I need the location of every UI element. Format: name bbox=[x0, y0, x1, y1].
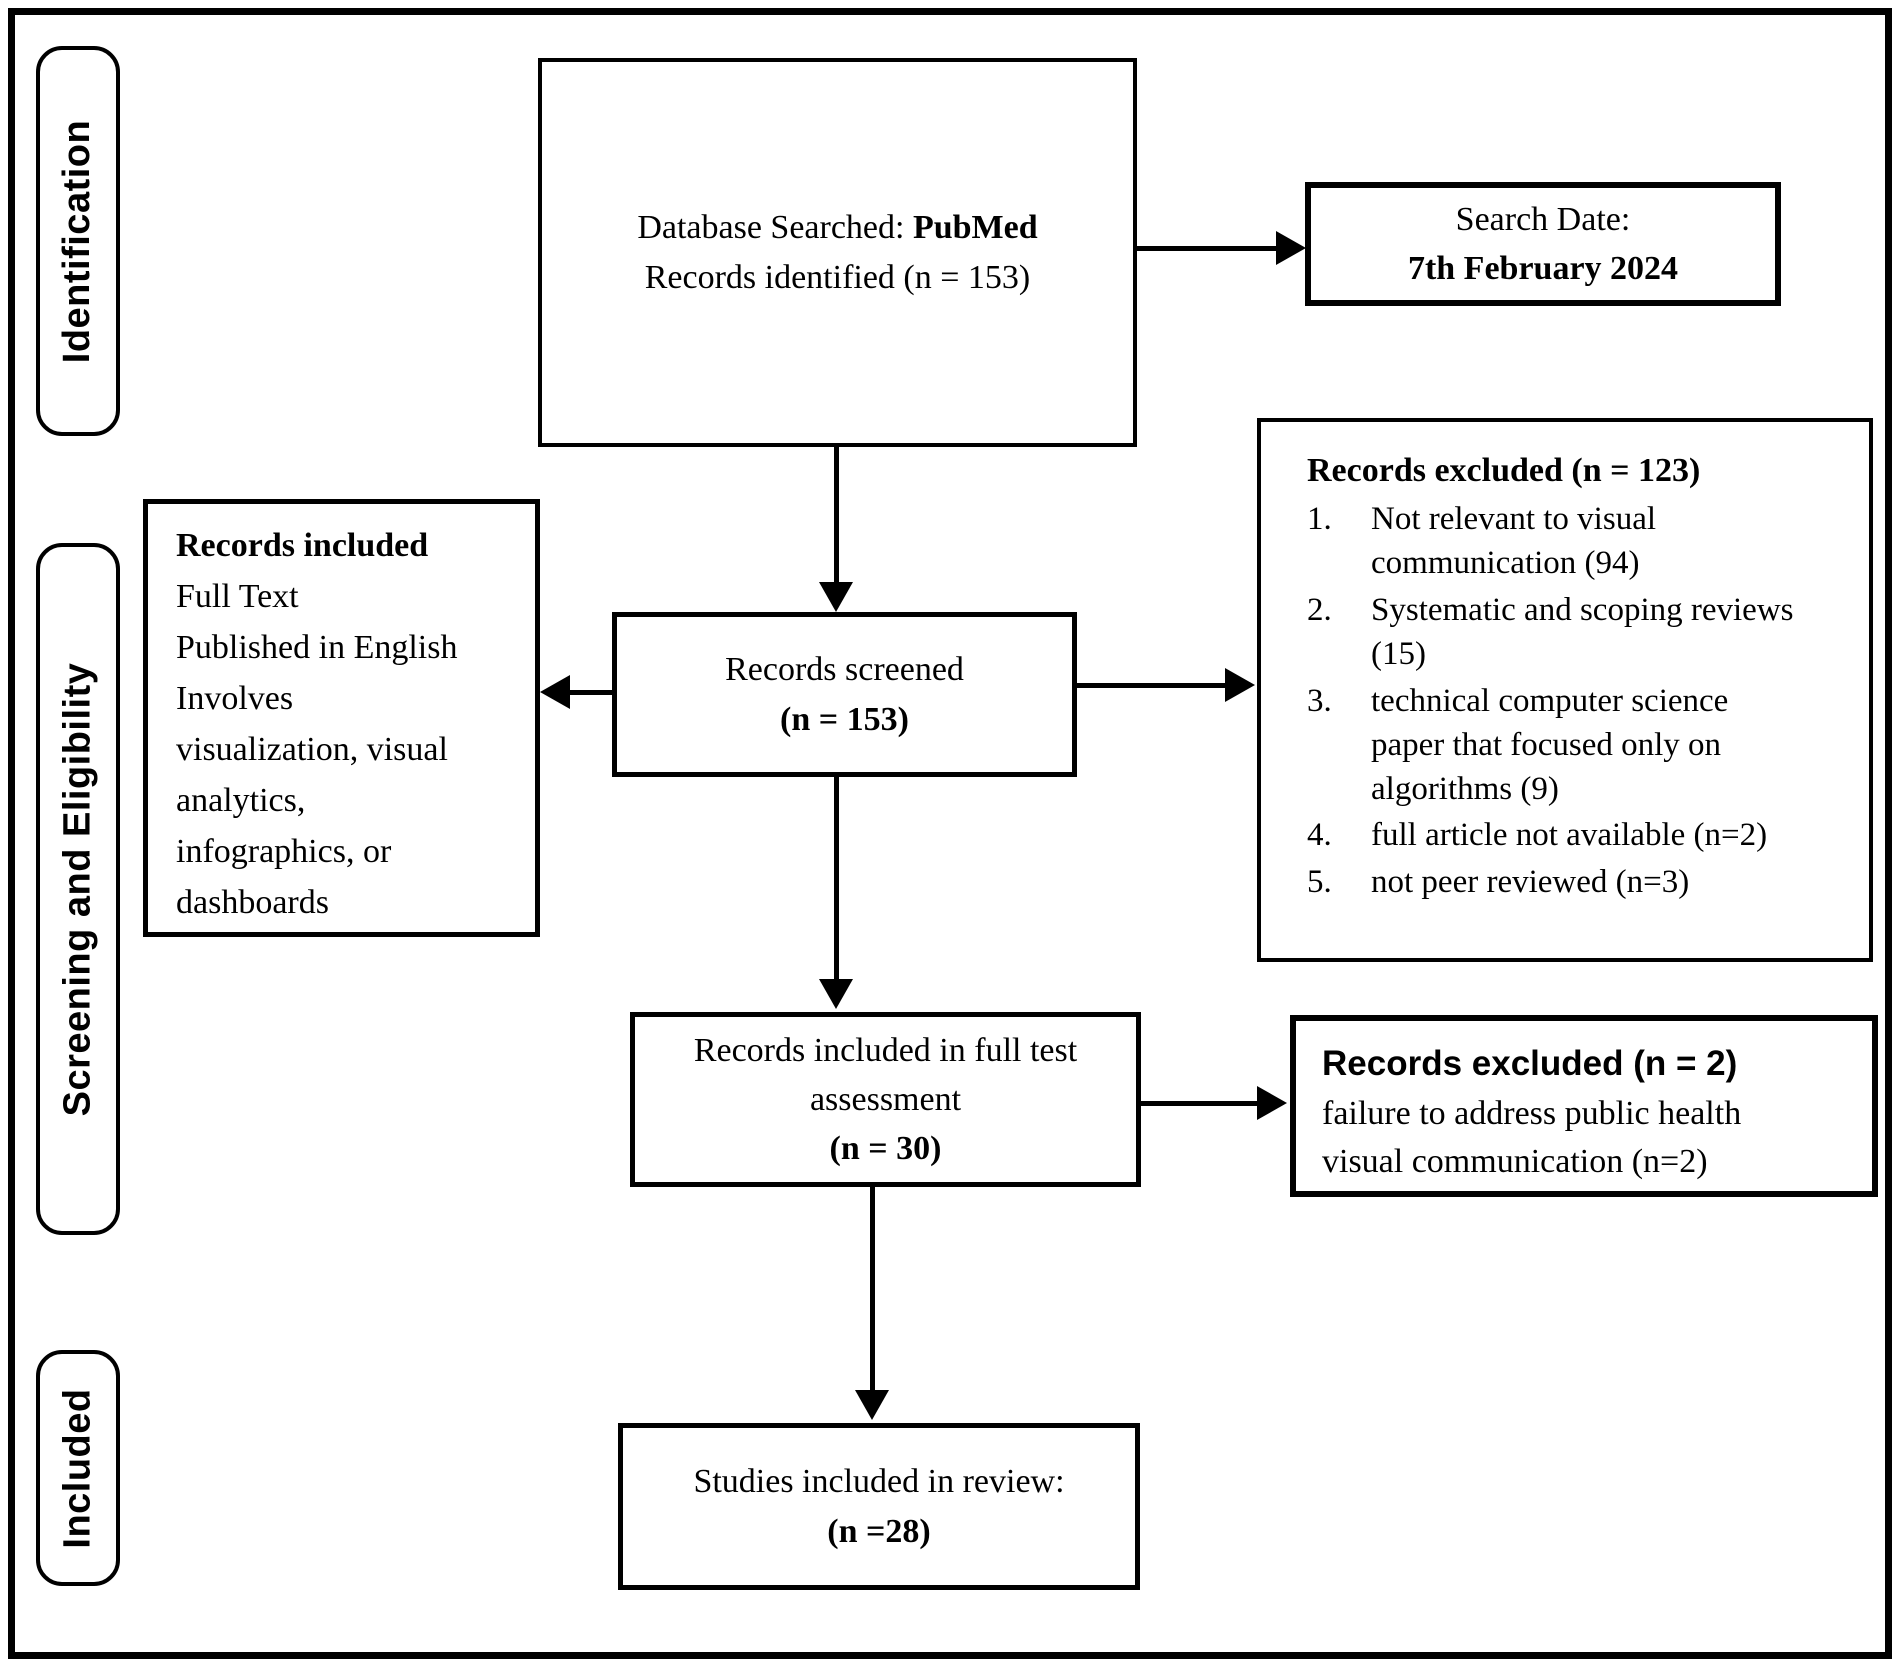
arrow-screened-to-excluded-head bbox=[1225, 668, 1255, 702]
stage-identification: Identification bbox=[36, 46, 120, 436]
exclusion-reason-item: 3. technical computer science paper that… bbox=[1307, 680, 1849, 812]
box-records-excluded-screening: Records excluded (n = 123) 1. Not releva… bbox=[1257, 418, 1873, 962]
arrow-identified-to-searchdate-shaft bbox=[1137, 246, 1280, 251]
arrow-screened-to-criteria-head bbox=[540, 675, 570, 709]
full-text-assessment-count: (n = 30) bbox=[829, 1130, 942, 1168]
box-records-screened: Records screened (n = 153) bbox=[612, 612, 1077, 777]
diagram-outer-border bbox=[8, 8, 1892, 1659]
item-text: Systematic and scoping reviews (15) bbox=[1371, 592, 1794, 672]
item-number: 1. bbox=[1307, 501, 1332, 538]
full-text-assessment-line2: assessment bbox=[809, 1080, 962, 1118]
exclusion-reason-item: 1. Not relevant to visual communication … bbox=[1307, 498, 1849, 586]
exclusion-reason-item: 2. Systematic and scoping reviews (15) bbox=[1307, 589, 1849, 677]
stage-screening-eligibility-label: Screening and Eligibility bbox=[56, 662, 99, 1116]
box-studies-included-review: Studies included in review: (n =28) bbox=[618, 1423, 1140, 1590]
arrow-identified-to-searchdate-head bbox=[1276, 231, 1306, 265]
arrow-fulltest-to-excluded-shaft bbox=[1141, 1101, 1259, 1106]
search-date-label: Search Date: bbox=[1455, 200, 1631, 238]
search-date-value: 7th February 2024 bbox=[1407, 250, 1679, 287]
records-excluded-screening-title: Records excluded (n = 123) bbox=[1307, 452, 1701, 489]
inclusion-criteria-title: Records included bbox=[176, 527, 429, 564]
exclusion-reason-item: 5. not peer reviewed (n=3) bbox=[1307, 861, 1849, 905]
box-inclusion-criteria: Records included Full Text Published in … bbox=[143, 499, 540, 937]
arrow-screened-to-fulltest-shaft bbox=[834, 777, 839, 981]
exclusion-reason-item: 4. full article not available (n=2) bbox=[1307, 814, 1849, 858]
arrow-fulltest-to-review-shaft bbox=[870, 1187, 875, 1392]
criteria-line: visualization, visual bbox=[176, 731, 448, 768]
records-screened-label: Records screened bbox=[725, 651, 964, 689]
arrow-fulltest-to-review-head bbox=[855, 1390, 889, 1420]
item-number: 2. bbox=[1307, 592, 1332, 629]
criteria-line: infographics, or bbox=[176, 833, 392, 870]
criteria-line: Involves bbox=[176, 680, 294, 717]
stage-included: Included bbox=[36, 1350, 120, 1586]
stage-screening-eligibility: Screening and Eligibility bbox=[36, 543, 120, 1235]
criteria-line: dashboards bbox=[176, 884, 329, 921]
item-text: not peer reviewed (n=3) bbox=[1371, 864, 1690, 901]
stage-included-label: Included bbox=[56, 1387, 99, 1549]
item-number: 5. bbox=[1307, 864, 1332, 901]
records-identified-count: Records identified (n = 153) bbox=[644, 258, 1031, 296]
item-number: 3. bbox=[1307, 682, 1332, 719]
criteria-line: analytics, bbox=[176, 782, 306, 819]
records-screened-count: (n = 153) bbox=[780, 700, 909, 738]
records-excluded-fulltext-line1: failure to address public health bbox=[1322, 1095, 1742, 1132]
database-name-text: PubMed bbox=[912, 209, 1038, 247]
studies-included-label: Studies included in review: bbox=[693, 1463, 1065, 1501]
box-records-identified: Database Searched: PubMed Records identi… bbox=[538, 58, 1137, 447]
exclusion-reason-list: 1. Not relevant to visual communication … bbox=[1307, 498, 1849, 905]
criteria-line: Published in English bbox=[176, 629, 458, 666]
box-full-text-assessment: Records included in full test assessment… bbox=[630, 1012, 1141, 1187]
arrow-fulltest-to-excluded-head bbox=[1257, 1086, 1287, 1120]
records-excluded-fulltext-title: Records excluded (n = 2) bbox=[1322, 1044, 1738, 1083]
item-text: technical computer science paper that fo… bbox=[1371, 682, 1729, 807]
box-records-excluded-fulltext: Records excluded (n = 2) failure to addr… bbox=[1290, 1015, 1878, 1197]
arrow-identified-to-screened-head bbox=[819, 582, 853, 612]
arrow-identified-to-screened-shaft bbox=[834, 447, 839, 585]
arrow-screened-to-criteria-shaft bbox=[567, 690, 612, 695]
studies-included-count: (n =28) bbox=[827, 1512, 931, 1550]
box-search-date: Search Date: 7th February 2024 bbox=[1305, 182, 1781, 306]
records-identified-line1: Database Searched: PubMed bbox=[637, 203, 1037, 252]
database-searched-text: Database Searched: bbox=[637, 209, 913, 247]
item-text: full article not available (n=2) bbox=[1371, 817, 1768, 854]
stage-identification-label: Identification bbox=[56, 119, 99, 363]
arrow-screened-to-excluded-shaft bbox=[1077, 683, 1225, 688]
criteria-line: Full Text bbox=[176, 578, 299, 615]
item-text: Not relevant to visual communication (94… bbox=[1371, 501, 1657, 582]
item-number: 4. bbox=[1307, 817, 1332, 854]
records-excluded-fulltext-line2: visual communication (n=2) bbox=[1322, 1142, 1708, 1180]
full-text-assessment-line1: Records included in full test bbox=[693, 1031, 1078, 1069]
arrow-screened-to-fulltest-head bbox=[819, 979, 853, 1009]
